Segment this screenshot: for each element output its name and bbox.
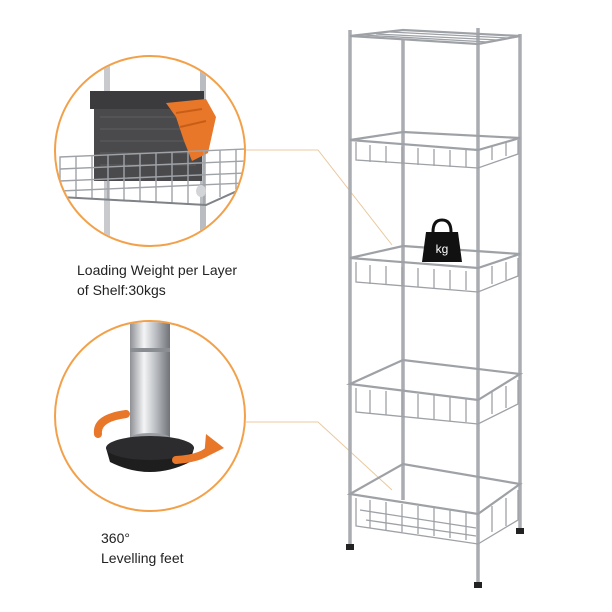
wire-basket — [59, 148, 244, 207]
levelling-line2: Levelling feet — [101, 550, 184, 566]
shelf-4 — [345, 358, 524, 425]
foot — [516, 528, 524, 534]
levelling-line1: 360° — [101, 530, 130, 546]
levelling-foot-callout — [54, 320, 246, 512]
foot — [474, 582, 482, 588]
loading-weight-caption: Loading Weight per Layer of Shelf:30kgs — [77, 260, 237, 300]
foot — [346, 544, 354, 550]
shelf-posts — [348, 28, 522, 586]
levelling-feet-caption: 360° Levelling feet — [101, 528, 184, 568]
loading-weight-line1: Loading Weight per Layer — [77, 262, 238, 278]
shelf-1 — [349, 28, 521, 46]
shelf-5 — [346, 462, 523, 545]
shelf-3 — [349, 244, 521, 293]
weight-badge-label: kg — [436, 242, 449, 256]
towel — [166, 99, 216, 161]
weight-icon: kg — [422, 218, 462, 262]
basket-detail-callout — [54, 55, 246, 247]
shelf-2 — [349, 130, 521, 169]
chrome-post — [130, 322, 170, 438]
loading-weight-line2: of Shelf:30kgs — [77, 282, 166, 298]
